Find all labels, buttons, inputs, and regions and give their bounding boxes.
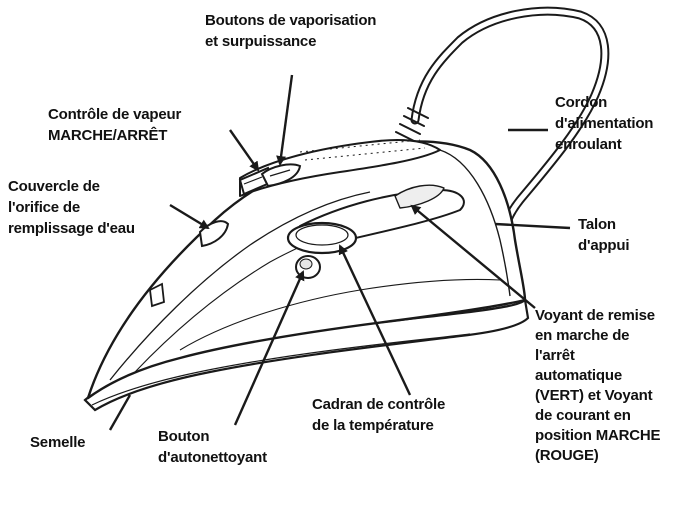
leader-bouton — [233, 270, 305, 426]
leader-vaporisation — [276, 74, 294, 166]
leader-voyant — [410, 204, 536, 309]
nose-tip — [149, 282, 165, 308]
label-power-cord: Cordon d'alimentation enroulant — [555, 94, 654, 153]
power-cord — [395, 6, 610, 250]
label-heel-rest: Talon d'appui — [578, 216, 630, 254]
label-temperature-dial: Cadran de contrôle de la température — [312, 396, 446, 434]
leader-semelle — [108, 394, 132, 431]
label-indicator-lights: Voyant de remise en marche de l'arrêt au… — [535, 307, 661, 464]
label-self-clean-button: Bouton d'autonettoyant — [158, 428, 267, 466]
label-steam-control: Contrôle de vapeur MARCHE/ARRÊT — [48, 106, 182, 144]
leader-talon — [494, 222, 571, 230]
label-water-fill-cover: Couvercle de l'orifice de remplissage d'… — [8, 178, 135, 237]
label-soleplate: Semelle — [30, 434, 86, 451]
leader-couvercle — [169, 203, 210, 230]
temperature-dial — [286, 221, 358, 255]
leader-cadran — [338, 244, 412, 396]
label-spray-buttons: Boutons de vaporisation et surpuissance — [205, 12, 377, 50]
leader-lines — [108, 74, 571, 431]
spray-buttons — [260, 163, 302, 188]
self-clean-button — [295, 255, 321, 279]
leader-vapeur — [229, 129, 260, 172]
iron-handle-top — [239, 139, 441, 197]
